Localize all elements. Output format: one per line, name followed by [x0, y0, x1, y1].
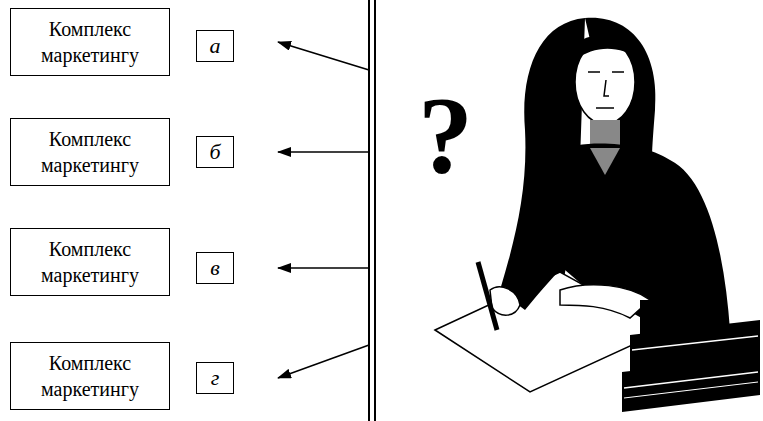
pen — [478, 262, 497, 330]
letter-box: а — [196, 30, 234, 62]
letter-label: г — [211, 366, 220, 390]
leader-arrow — [278, 42, 369, 70]
box-label: Комплекс маркетингу — [11, 350, 169, 402]
letter-label: в — [210, 256, 220, 280]
concept-box: Комплекс маркетингу — [10, 342, 170, 410]
concept-box: Комплекс маркетингу — [10, 228, 170, 296]
letter-label: б — [209, 140, 220, 164]
letter-label: а — [210, 34, 221, 58]
hand — [490, 287, 520, 315]
face-features — [588, 72, 624, 108]
neckline — [590, 148, 620, 175]
question-mark: ? — [418, 80, 473, 190]
book-edge — [624, 372, 758, 388]
letter-box: б — [196, 136, 234, 168]
box-label: Комплекс маркетингу — [11, 16, 169, 68]
box-label: Комплекс маркетингу — [11, 236, 169, 288]
letter-box: г — [196, 362, 234, 394]
box-label: Комплекс маркетингу — [11, 126, 169, 178]
leader-arrow — [278, 267, 369, 269]
hair — [575, 35, 640, 60]
letter-box: в — [196, 252, 234, 284]
book-stack — [622, 320, 760, 412]
book — [622, 356, 760, 412]
hand — [560, 285, 650, 318]
leader-arrow — [278, 151, 369, 153]
divider-line — [374, 0, 376, 421]
concept-box: Комплекс маркетингу — [10, 8, 170, 76]
concept-box: Комплекс маркетингу — [10, 118, 170, 186]
book-edge — [624, 382, 758, 398]
book-edge — [632, 336, 758, 350]
leader-arrow — [278, 345, 369, 378]
divider-line — [368, 0, 370, 421]
woman-illustration — [435, 18, 760, 412]
